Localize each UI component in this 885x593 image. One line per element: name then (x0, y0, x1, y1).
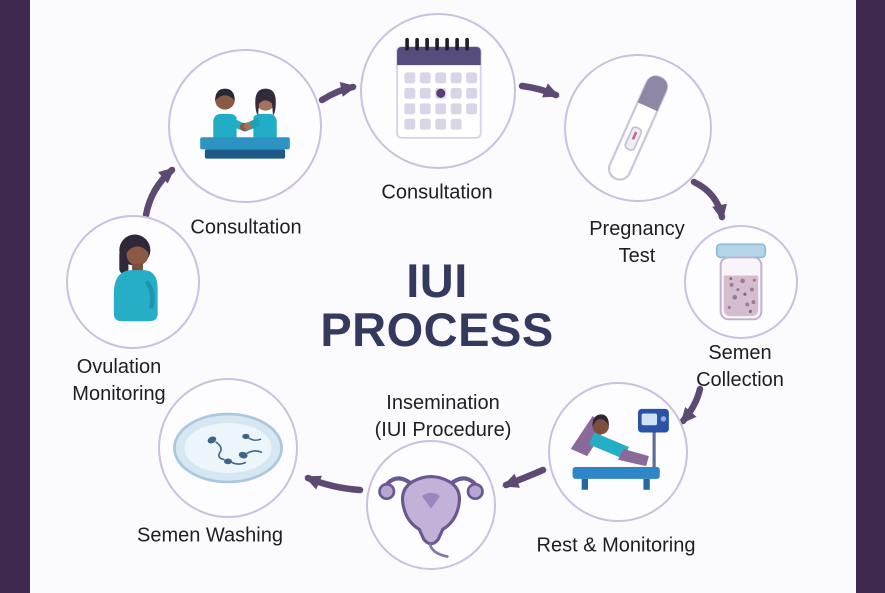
step-label-semen-collection: Semen Collection (696, 342, 784, 391)
ovulation-person-icon (113, 234, 158, 322)
arrow-insemination-to-semen-washing (304, 474, 364, 494)
step-label-insemination: Insemination (IUI Procedure) (374, 392, 512, 441)
left-border-bar (0, 0, 30, 593)
step-circle-semen-collection (684, 225, 798, 339)
patient-recliner-icon (570, 408, 669, 490)
step-circle-rest-monitoring (548, 382, 688, 522)
step-label-consultation-calendar: Consultation (381, 181, 493, 204)
arrow-consultation-to-calendar (318, 82, 357, 104)
calendar-icon (396, 37, 482, 139)
step-label-consultation-couple: Consultation (190, 216, 302, 239)
step-circle-consultation-calendar (360, 13, 516, 169)
step-circle-pregnancy-test (564, 54, 712, 202)
arrow-ovulation-to-consultation (142, 166, 176, 219)
step-circle-ovulation-monitoring (66, 215, 200, 349)
step-label-semen-washing: Semen Washing (137, 524, 283, 547)
pregnancy-test-icon (607, 75, 669, 181)
arrow-calendar-to-pregnancy-test (518, 82, 560, 99)
diagram-title: IUI PROCESS (320, 254, 554, 356)
specimen-jar-icon (715, 242, 767, 320)
step-circle-consultation-couple (168, 49, 322, 203)
step-label-pregnancy-test: Pregnancy Test (589, 218, 685, 267)
couple-consultation-icon (200, 88, 290, 159)
step-circle-semen-washing (158, 378, 298, 518)
arrow-rest-to-insemination (502, 466, 547, 489)
petri-dish-icon (173, 412, 283, 484)
right-border-bar (856, 0, 885, 593)
uterus-icon (378, 474, 484, 558)
step-label-ovulation-monitoring: Ovulation Monitoring (72, 356, 166, 405)
step-label-rest-monitoring: Rest & Monitoring (536, 534, 696, 557)
arrow-pregnancy-test-to-semen-collection (690, 178, 727, 221)
step-circle-insemination (366, 440, 496, 570)
